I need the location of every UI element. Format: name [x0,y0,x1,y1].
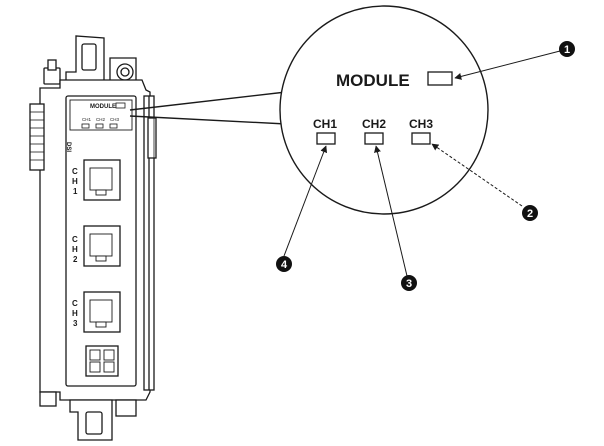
rj45-port-3-tab [95,321,107,328]
rj45-port-1-tab [95,189,107,196]
ch3-label: CH3 [409,117,433,131]
badge-2-disc [522,205,538,221]
zoom-callout [129,5,489,215]
small-ch2-label: CH2 [96,117,105,122]
ch2-led [364,132,384,145]
module-led [427,71,453,86]
ch3-led [411,132,431,145]
ch2-label: CH2 [362,117,386,131]
small-ch3-label: CH3 [110,117,119,122]
bottom-clip-2 [115,399,137,417]
port-1-n: 1 [73,187,78,196]
badge-1: 1 [559,41,575,57]
zoom-leader-top [129,91,287,111]
port-2-h: H [72,245,78,254]
rj45-port-2-tab [95,255,107,262]
right-rail-block [147,117,157,159]
terminal-3 [89,361,101,373]
callout-arrows [283,50,561,277]
magnified-panel: MODULE CH1 CH2 CH3 [313,71,453,145]
bottom-clip [39,391,57,407]
rj45-port-2-socket [89,233,113,257]
left-grip [29,103,45,171]
arrow-2 [431,143,523,207]
rj45-port-1-socket [89,167,113,191]
port-2-n: 2 [73,255,78,264]
arrow-1 [454,50,561,80]
ch1-led [316,132,336,145]
top-clip-2 [47,59,57,71]
badge-1-number: 1 [564,44,570,56]
small-ch1-label: CH1 [82,117,91,122]
module-label: MODULE [336,71,410,90]
badge-1-disc [559,41,575,57]
badge-2-number: 2 [527,208,533,220]
arrow-4 [283,145,328,257]
small-ch2-led [95,123,104,129]
small-ch3-led [109,123,118,129]
badge-3-number: 3 [406,278,412,290]
port-1-h: H [72,177,78,186]
terminal-2 [103,349,115,361]
badge-2: 2 [522,205,538,221]
top-latch-knob-inner [120,67,130,77]
zoom-leader-bottom [129,115,287,125]
magnifier-circle [279,5,489,215]
badge-4-number: 4 [281,259,288,271]
port-1-c: C [72,167,78,176]
side-text: DSI [65,142,71,152]
badge-3-disc [401,275,417,291]
port-3-c: C [72,299,78,308]
badge-4: 4 [276,256,292,272]
bottom-bracket-slot [85,411,103,435]
arrow-3 [374,145,408,277]
device-labels: MODULE CH1 CH2 CH3 DSI C H 1 C H 2 C H 3 [65,104,119,328]
small-module-led [115,102,126,109]
plc-module-device [29,35,157,441]
rj45-port-3-socket [89,299,113,323]
port-3-n: 3 [73,319,78,328]
terminal-4 [103,361,115,373]
port-3-h: H [72,309,78,318]
small-ch1-led [81,123,90,129]
port-2-c: C [72,235,78,244]
callout-badges: 1 2 3 4 [276,41,575,291]
terminal-1 [89,349,101,361]
ch1-label: CH1 [313,117,337,131]
badge-4-disc [276,256,292,272]
badge-3: 3 [401,275,417,291]
small-module-label: MODULE [90,104,116,110]
top-bracket-slot [81,43,97,71]
